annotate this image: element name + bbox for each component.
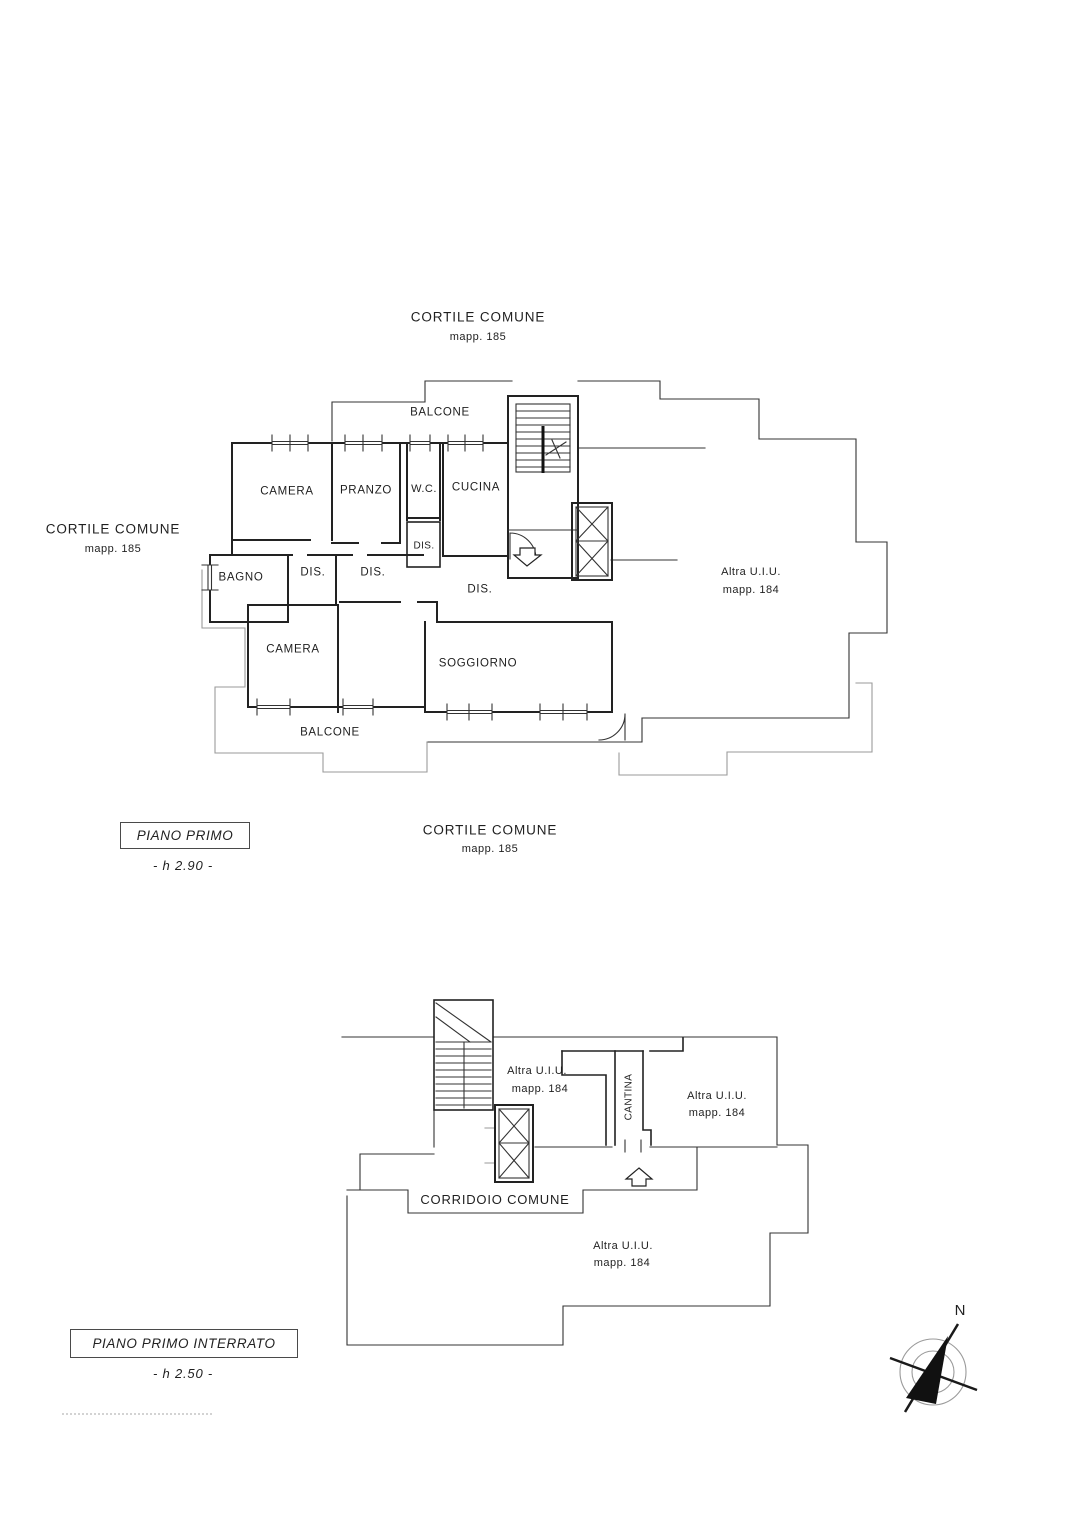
floor-tag-upper: PIANO PRIMO bbox=[120, 822, 250, 849]
adjacent-unit-lower-left-parcel: mapp. 184 bbox=[511, 1082, 569, 1095]
lower-plan bbox=[341, 999, 809, 1346]
courtyard-bottom-label: CORTILE COMUNE bbox=[422, 822, 558, 838]
window-symbol bbox=[256, 698, 291, 716]
floor-height-lower: - h 2.50 - bbox=[152, 1365, 214, 1381]
lower-stairwell bbox=[433, 999, 494, 1111]
upper-elevator bbox=[571, 502, 613, 581]
adjacent-unit-upper-label: Altra U.I.U. bbox=[721, 565, 781, 578]
room-label-balcone-top: BALCONE bbox=[410, 406, 470, 419]
adjacent-unit-lower-right-label: Altra U.I.U. bbox=[687, 1089, 747, 1102]
adjacent-unit-upper-parcel: mapp. 184 bbox=[722, 583, 780, 596]
room-label-camera-1: CAMERA bbox=[260, 485, 314, 498]
lower-boundary bbox=[341, 1036, 809, 1346]
lower-cantina-walls bbox=[561, 1037, 684, 1153]
room-label-dis-2: DIS. bbox=[300, 566, 326, 579]
room-label-camera-2: CAMERA bbox=[266, 643, 320, 656]
courtyard-top-parcel: mapp. 185 bbox=[449, 330, 507, 343]
adjacent-unit-lower-bottom-label: Altra U.I.U. bbox=[593, 1239, 653, 1252]
upper-windows bbox=[201, 434, 588, 721]
adjacent-unit-lower-bottom-parcel: mapp. 184 bbox=[593, 1256, 651, 1269]
faint-print-artifact bbox=[62, 1413, 212, 1415]
courtyard-top-label: CORTILE COMUNE bbox=[410, 309, 546, 325]
room-label-pranzo: PRANZO bbox=[339, 484, 393, 497]
room-label-dis-1: DIS. bbox=[413, 540, 435, 552]
window-symbol bbox=[342, 698, 374, 716]
room-label-dis-4: DIS. bbox=[467, 583, 493, 596]
entry-arrow-icon bbox=[512, 547, 543, 567]
upper-plan bbox=[201, 380, 888, 776]
room-label-bagno: BAGNO bbox=[218, 571, 264, 584]
room-label-corridoio: CORRIDOIO COMUNE bbox=[420, 1191, 570, 1207]
floor-tag-lower-text: PIANO PRIMO INTERRATO bbox=[92, 1336, 276, 1351]
north-compass-icon bbox=[889, 1323, 978, 1413]
room-label-cucina: CUCINA bbox=[451, 481, 501, 494]
window-symbol bbox=[539, 703, 588, 721]
cellar-entry-arrow-icon bbox=[624, 1167, 654, 1187]
adjacent-unit-lower-left-label: Altra U.I.U. bbox=[507, 1064, 567, 1077]
upper-door-arc bbox=[598, 713, 626, 741]
lower-elevator bbox=[494, 1104, 534, 1183]
room-label-cantina: CANTINA bbox=[623, 1073, 635, 1121]
floor-tag-lower: PIANO PRIMO INTERRATO bbox=[70, 1329, 298, 1358]
room-label-balcone-bottom: BALCONE bbox=[300, 726, 360, 739]
window-symbol bbox=[447, 434, 484, 452]
upper-courtyard-boundary bbox=[201, 569, 873, 776]
floor-height-upper: - h 2.90 - bbox=[152, 857, 214, 873]
upper-balcony-top-outline bbox=[331, 380, 513, 442]
window-symbol bbox=[201, 564, 219, 591]
courtyard-left-parcel: mapp. 185 bbox=[84, 542, 142, 555]
upper-adjacent-unit-boundary bbox=[426, 380, 888, 743]
window-symbol bbox=[344, 434, 383, 452]
room-label-wc: W.C. bbox=[411, 482, 437, 495]
adjacent-unit-lower-right-parcel: mapp. 184 bbox=[688, 1106, 746, 1119]
window-symbol bbox=[409, 434, 431, 452]
courtyard-left-label: CORTILE COMUNE bbox=[45, 521, 181, 537]
courtyard-bottom-parcel: mapp. 185 bbox=[461, 842, 519, 855]
room-label-soggiorno: SOGGIORNO bbox=[438, 657, 518, 670]
window-symbol bbox=[446, 703, 493, 721]
window-symbol bbox=[271, 434, 309, 452]
floor-tag-upper-text: PIANO PRIMO bbox=[136, 828, 234, 843]
compass-north-label: N bbox=[954, 1301, 966, 1319]
upper-stairwell bbox=[507, 395, 579, 579]
room-label-dis-3: DIS. bbox=[360, 566, 386, 579]
